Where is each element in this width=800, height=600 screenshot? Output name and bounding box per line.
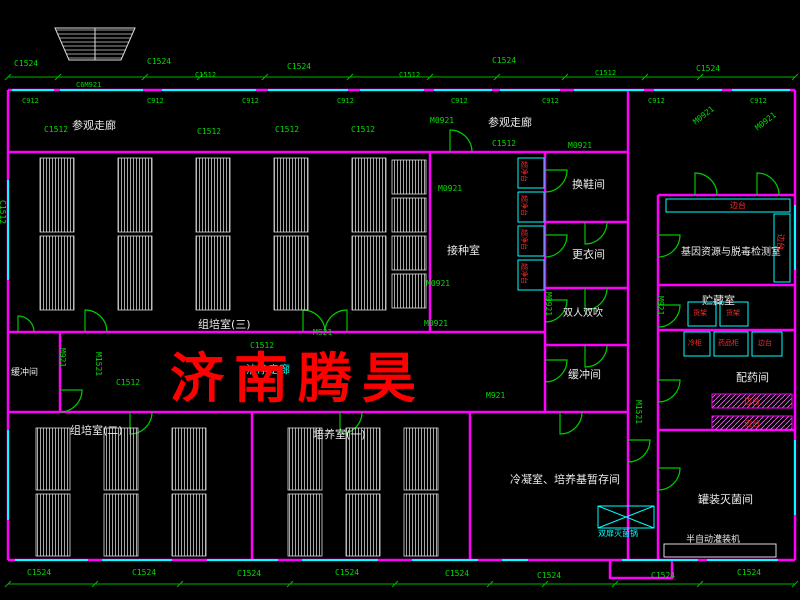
- room-label: 更衣间: [572, 248, 605, 261]
- room-label: 半自动灌装机: [686, 535, 741, 545]
- equipment-label: 边台: [730, 201, 746, 210]
- stairs: [54, 27, 136, 61]
- room-label: 参观走廊: [488, 116, 532, 129]
- equipment-label: 超净台: [520, 229, 528, 250]
- code-label: C1524: [737, 568, 762, 577]
- code-label: M0921: [544, 292, 553, 317]
- watermark-text: 济南腾昊: [170, 347, 426, 410]
- doors: [17, 129, 780, 491]
- room-label: 双扉灭菌锅: [598, 529, 638, 538]
- code-label: C1524: [27, 568, 52, 577]
- equipment-label: 边台: [758, 339, 772, 347]
- code-label: C1512: [250, 341, 275, 350]
- code-label: C1512: [399, 71, 421, 79]
- code-label: C1524: [537, 571, 562, 580]
- code-label: C1512: [116, 378, 141, 387]
- code-label: C1512: [492, 139, 517, 148]
- room-label: 配药间: [736, 371, 769, 384]
- room-label: 换鞋间: [572, 178, 605, 191]
- code-label: C1512: [195, 71, 217, 79]
- code-label: M0921: [753, 110, 778, 133]
- code-label: C912: [750, 97, 767, 105]
- code-label: M0921: [691, 104, 716, 127]
- room-label: 双人双吹: [563, 308, 603, 319]
- code-label: C1524: [651, 571, 676, 580]
- code-label: MS21: [313, 328, 333, 337]
- code-label: C1512: [0, 200, 7, 225]
- equipment-label: 边台: [776, 234, 785, 250]
- equipment-label: 超净台: [520, 263, 528, 284]
- culture-racks: [35, 157, 439, 557]
- code-label: M0921: [426, 279, 451, 288]
- code-label: C1524: [287, 62, 312, 71]
- code-label: C1524: [492, 56, 517, 65]
- code-label: M0921: [568, 141, 593, 150]
- filling-machine-box: [663, 543, 777, 558]
- room-label: 罐装灭菌间: [698, 493, 753, 506]
- dispensing-benches: [711, 393, 793, 431]
- code-label: C1524: [132, 568, 157, 577]
- code-label: C1524: [696, 64, 721, 73]
- code-label: C1512: [197, 127, 222, 136]
- equipment-label: 超净台: [520, 195, 528, 216]
- code-label: M0921: [430, 116, 455, 125]
- equipment-label: 冷柜: [688, 339, 702, 347]
- code-label: C1512: [44, 125, 69, 134]
- room-label: 洁净走廊: [246, 363, 290, 376]
- room-label: 贮藏室: [702, 294, 735, 307]
- room-label: 缓冲间: [11, 368, 39, 378]
- code-label: C1512: [595, 69, 617, 77]
- equipment-label: 药品柜: [718, 339, 739, 347]
- room-label: 组培室(三): [198, 318, 251, 331]
- room-label: 接种室: [447, 244, 480, 257]
- code-label: C912: [242, 97, 259, 105]
- code-label: C1524: [445, 569, 470, 578]
- windows: [7, 89, 796, 561]
- code-label: C1524: [14, 59, 39, 68]
- code-label: C1512: [275, 125, 300, 134]
- code-label: C912: [542, 97, 559, 105]
- code-label: C912: [147, 97, 164, 105]
- equipment-label: 货架: [693, 309, 707, 317]
- code-label: M0921: [424, 319, 449, 328]
- code-label: M1521: [634, 400, 643, 425]
- equipment-boxes: [517, 157, 791, 529]
- room-label: 培养室(一): [313, 428, 366, 441]
- double-door-sterilizer-box: [597, 505, 655, 529]
- room-label: 基因资源与脱毒检测室: [681, 247, 781, 258]
- equipment-label: 边台: [744, 397, 760, 406]
- code-label: C912: [648, 97, 665, 105]
- code-label: C912: [22, 97, 39, 105]
- equipment-label: 货架: [726, 309, 740, 317]
- code-label: M0921: [438, 184, 463, 193]
- code-label: C1524: [147, 57, 172, 66]
- code-label: M921: [58, 348, 67, 368]
- code-label: C912: [337, 97, 354, 105]
- room-label: 参观走廊: [72, 119, 116, 132]
- code-label: M921: [656, 296, 665, 316]
- code-label: C1524: [335, 568, 360, 577]
- code-label: C1512: [351, 125, 376, 134]
- code-label: C6M921: [76, 81, 102, 89]
- code-label: M1521: [94, 352, 103, 377]
- room-label: 冷凝室、培养基暂存间: [510, 473, 620, 486]
- code-label: M921: [486, 391, 506, 400]
- code-label: C1524: [237, 569, 262, 578]
- room-label: 缓冲间: [568, 368, 601, 381]
- room-label: 组培室(二): [70, 424, 123, 437]
- dimension-lines: [4, 73, 799, 588]
- code-label: C912: [451, 97, 468, 105]
- equipment-label: 边台: [744, 419, 760, 428]
- equipment-label: 超净台: [520, 161, 528, 182]
